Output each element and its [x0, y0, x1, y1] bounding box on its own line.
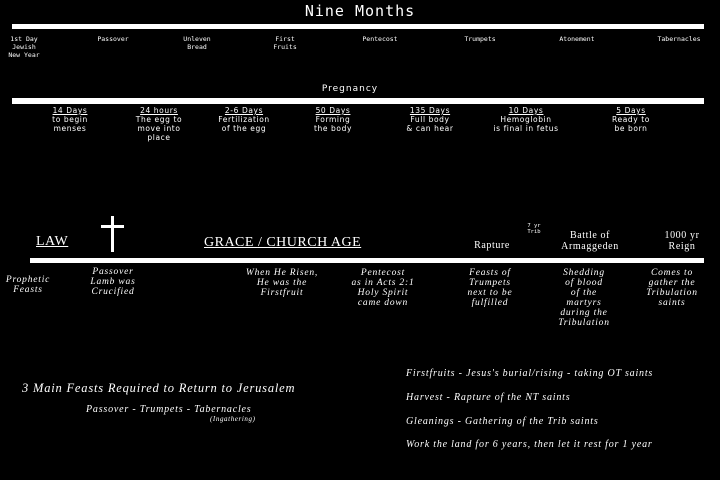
stage-body: The egg to move into place: [135, 115, 183, 142]
stage-5-days: 5 Days Ready to be born: [596, 106, 666, 133]
stage-heading: 5 Days: [616, 106, 646, 115]
event-martyrs-blood: Shedding of blood of the martyrs during …: [558, 268, 610, 328]
event-firstfruit: When He Risen, He was the Firstfruit: [245, 268, 319, 298]
feast-first-fruits: First Fruits: [273, 35, 297, 51]
stage-body: Forming the body: [313, 115, 353, 133]
stage-10-days: 10 Days Hemoglobin is final in fetus: [480, 106, 572, 133]
pregnancy-title: Pregnancy: [321, 84, 379, 94]
battle-of-armaggeden-label: Battle of Armaggeden: [561, 230, 619, 252]
stage-body: Full body & can hear: [406, 115, 454, 133]
event-pentecost: Pentecost as in Acts 2:1 Holy Spirit cam…: [351, 268, 415, 308]
stage-14-days: 14 Days to begin menses: [40, 106, 100, 133]
ingathering-note: (Ingathering): [210, 415, 256, 423]
stage-heading: 135 Days: [409, 106, 451, 115]
main-feasts-heading: 3 Main Feasts Required to Return to Jeru…: [22, 381, 296, 395]
rapture-label: Rapture: [474, 240, 510, 251]
feast-timeline-bar: [12, 24, 704, 29]
stage-2-6-days: 2-6 Days Fertilization of the egg: [208, 106, 280, 133]
stage-24-hours: 24 hours The egg to move into place: [124, 106, 194, 142]
note-harvest: Harvest - Rapture of the NT saints: [406, 392, 571, 403]
stage-50-days: 50 Days Forming the body: [298, 106, 368, 133]
stage-body: Ready to be born: [612, 115, 650, 133]
event-gather-trib-saints: Comes to gather the Tribulation saints: [646, 268, 698, 308]
event-prophetic-feasts: Prophetic Feasts: [5, 275, 51, 295]
feast-jewish-new-year: 1st Day Jewish New Year: [8, 35, 40, 59]
stage-body: to begin menses: [52, 115, 88, 133]
thousand-yr-reign-label: 1000 yr Reign: [664, 230, 700, 252]
law-label: LAW: [36, 234, 69, 249]
feast-tabernacles: Tabernacles: [657, 35, 701, 43]
stage-body: Hemoglobin is final in fetus: [493, 115, 559, 133]
pregnancy-timeline-bar: [12, 98, 704, 104]
feast-passover: Passover: [97, 35, 129, 43]
three-feasts-line: Passover - Trumpets - Tabernacles: [86, 404, 252, 415]
stage-heading: 24 hours: [140, 106, 178, 115]
grace-church-age-label: GRACE / CHURCH AGE: [204, 235, 362, 250]
event-passover-lamb: Passover Lamb was Crucified: [90, 267, 136, 297]
feast-unleven-bread: Unleven Bread: [183, 35, 211, 51]
stage-body: Fertilization of the egg: [218, 115, 270, 133]
note-work-the-land: Work the land for 6 years, then let it r…: [406, 439, 653, 450]
feast-atonement: Atonement: [559, 35, 595, 43]
stage-heading: 10 Days: [508, 106, 544, 115]
note-gleanings: Gleanings - Gathering of the Trib saints: [406, 416, 599, 427]
stage-heading: 14 Days: [52, 106, 88, 115]
nine-months-title: Nine Months: [304, 2, 416, 20]
feast-pentecost: Pentecost: [362, 35, 398, 43]
stage-heading: 2-6 Days: [224, 106, 264, 115]
stage-heading: 50 Days: [315, 106, 351, 115]
church-age-timeline-bar: [30, 258, 704, 263]
seven-yr-trib-label: 7 yr Trib: [527, 223, 541, 235]
feast-trumpets: Trumpets: [464, 35, 496, 43]
stage-135-days: 135 Days Full body & can hear: [394, 106, 466, 133]
event-feast-of-trumpets: Feasts of Trumpets next to be fulfilled: [467, 268, 513, 308]
cross-icon: [101, 216, 124, 252]
note-firstfruits: Firstfruits - Jesus's burial/rising - ta…: [406, 368, 654, 379]
